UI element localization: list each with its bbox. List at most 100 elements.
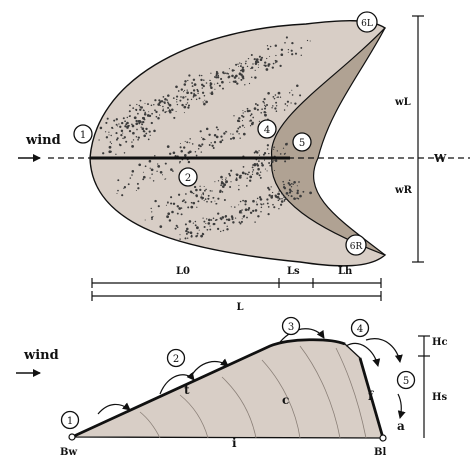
vegetation-speck — [240, 69, 242, 72]
zone-1-profile: 1 — [60, 410, 80, 430]
svg-text:3: 3 — [288, 322, 294, 333]
vegetation-speck — [187, 104, 191, 107]
vegetation-speck — [250, 76, 253, 79]
vegetation-speck — [139, 108, 142, 111]
vegetation-speck — [122, 132, 124, 134]
vegetation-speck — [251, 66, 254, 69]
vegetation-speck — [117, 179, 120, 182]
vegetation-speck — [271, 66, 274, 69]
svg-text:1: 1 — [80, 130, 86, 141]
vegetation-speck — [282, 147, 285, 149]
vegetation-speck — [131, 124, 135, 128]
vegetation-speck — [268, 188, 271, 191]
vegetation-speck — [184, 223, 187, 226]
vegetation-speck — [202, 192, 205, 195]
vegetation-speck — [205, 188, 207, 191]
vegetation-speck — [222, 87, 224, 90]
vegetation-speck — [230, 169, 233, 172]
vegetation-speck — [276, 195, 280, 199]
vegetation-speck — [238, 221, 241, 224]
vegetation-speck — [248, 207, 251, 210]
zone-2-profile: 2 — [166, 348, 186, 368]
vegetation-speck — [227, 218, 231, 222]
vegetation-speck — [202, 217, 204, 219]
vegetation-speck — [198, 97, 201, 100]
vegetation-speck — [273, 146, 275, 148]
vegetation-speck — [230, 133, 232, 135]
vegetation-speck — [254, 58, 257, 60]
vegetation-speck — [283, 183, 285, 186]
vegetation-speck — [132, 131, 135, 135]
vegetation-speck — [209, 84, 212, 87]
vegetation-speck — [205, 127, 209, 131]
vegetation-speck — [142, 178, 145, 181]
svg-text:5: 5 — [299, 138, 305, 149]
vegetation-speck — [239, 65, 242, 68]
vegetation-speck — [266, 202, 269, 205]
vegetation-speck — [221, 185, 225, 188]
vegetation-speck — [158, 114, 161, 116]
vegetation-speck — [157, 205, 159, 207]
vegetation-speck — [123, 138, 125, 140]
vegetation-speck — [148, 111, 150, 113]
vegetation-speck — [172, 97, 175, 99]
vegetation-speck — [244, 208, 248, 212]
vegetation-speck — [275, 101, 278, 104]
vegetation-speck — [171, 210, 174, 214]
vegetation-speck — [269, 55, 271, 57]
vegetation-speck — [252, 199, 255, 203]
vegetation-speck — [254, 69, 256, 72]
vegetation-speck — [201, 74, 203, 77]
vegetation-speck — [120, 129, 124, 133]
vegetation-speck — [262, 100, 265, 103]
vegetation-speck — [239, 210, 242, 213]
vegetation-speck — [200, 234, 203, 238]
vegetation-speck — [108, 134, 110, 136]
vegetation-speck — [147, 138, 150, 141]
vegetation-speck — [275, 110, 278, 112]
vegetation-speck — [265, 111, 267, 114]
vegetation-speck — [246, 173, 249, 176]
vegetation-speck — [154, 155, 156, 157]
vegetation-speck — [137, 112, 139, 115]
vegetation-speck — [124, 120, 126, 123]
vegetation-speck — [226, 228, 229, 231]
svg-text:6L: 6L — [361, 19, 373, 29]
vegetation-speck — [287, 51, 289, 53]
vegetation-speck — [235, 63, 238, 66]
vegetation-speck — [117, 189, 119, 192]
vegetation-speck — [183, 199, 185, 202]
airflow-arrow-3 — [279, 328, 325, 343]
vegetation-speck — [209, 225, 211, 227]
vegetation-speck — [242, 199, 244, 202]
vegetation-speck — [174, 227, 177, 230]
vegetation-speck — [173, 203, 175, 205]
vegetation-speck — [205, 100, 208, 104]
vegetation-speck — [239, 200, 242, 203]
label-wR: wR — [394, 185, 413, 196]
vegetation-speck — [140, 106, 143, 109]
vegetation-speck — [210, 92, 214, 96]
vegetation-speck — [127, 125, 129, 127]
vegetation-speck — [183, 91, 185, 93]
vegetation-speck — [150, 207, 152, 210]
vegetation-speck — [198, 144, 201, 147]
vegetation-speck — [245, 60, 247, 63]
vegetation-speck — [249, 125, 252, 127]
vegetation-speck — [132, 139, 135, 141]
vegetation-speck — [105, 121, 108, 124]
vegetation-speck — [190, 190, 192, 193]
vegetation-speck — [288, 179, 291, 182]
vegetation-speck — [110, 143, 113, 145]
vegetation-speck — [179, 238, 181, 240]
vegetation-speck — [206, 200, 208, 203]
vegetation-speck — [178, 207, 182, 210]
vegetation-speck — [253, 151, 256, 154]
vegetation-speck — [238, 176, 242, 179]
vegetation-speck — [248, 120, 250, 122]
vegetation-speck — [165, 204, 167, 206]
vegetation-speck — [299, 194, 302, 198]
vegetation-speck — [151, 211, 153, 213]
vegetation-speck — [137, 138, 139, 141]
